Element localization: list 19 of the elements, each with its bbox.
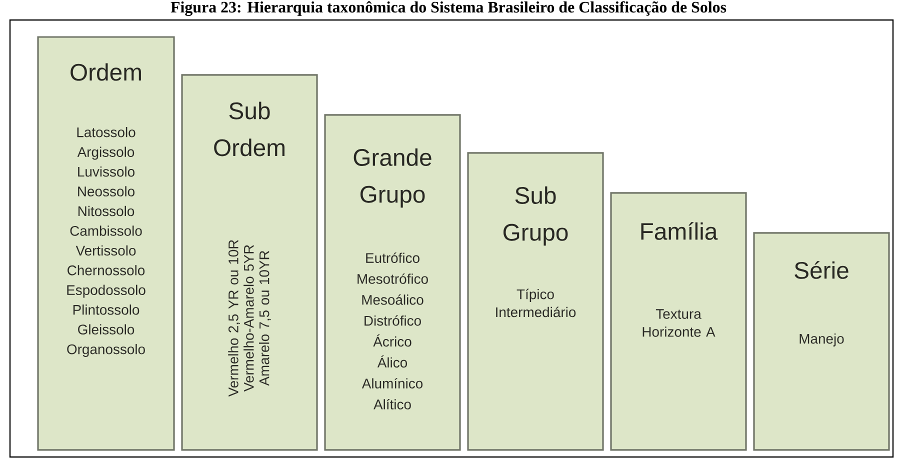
class-list: Latossolo Argissolo Luvissolo Neossolo Nitossolo Cambissolo Vertissolo Chernossolo Espodossolo Plintossolo Gleissolo Organossolo xyxy=(67,127,146,357)
level-box xyxy=(467,152,604,451)
level-box xyxy=(610,192,747,451)
figure-title: Figura 23: Hierarquia taxonômica do Sistema Brasileiro de Classificação de Solos xyxy=(170,1,726,16)
class-list: Manejo xyxy=(800,333,844,346)
column-heading: Ordem xyxy=(70,63,141,81)
class-list: Textura Horizonte A xyxy=(642,309,716,337)
column-heading: Grande Grupo xyxy=(354,148,432,208)
level-box xyxy=(37,36,175,451)
class-list: Vermelho 2,5 YR ou 10R Vermelho-Amarelo 5YR Amarelo 7,5 ou 10YR xyxy=(228,240,271,397)
class-list: Típico Intermediário xyxy=(496,288,576,318)
column-heading: Sub Ordem xyxy=(214,102,284,156)
class-list: Eutrófico Mesotrófico Mesoálico Distrófico Ácrico Álico Alumínico Alítico xyxy=(358,252,428,410)
level-box xyxy=(753,232,890,451)
column-heading: Família xyxy=(641,222,718,240)
level-box xyxy=(324,114,461,451)
column-heading: Série xyxy=(794,261,848,279)
level-box xyxy=(181,74,318,451)
column-heading: Sub Grupo xyxy=(503,186,568,246)
